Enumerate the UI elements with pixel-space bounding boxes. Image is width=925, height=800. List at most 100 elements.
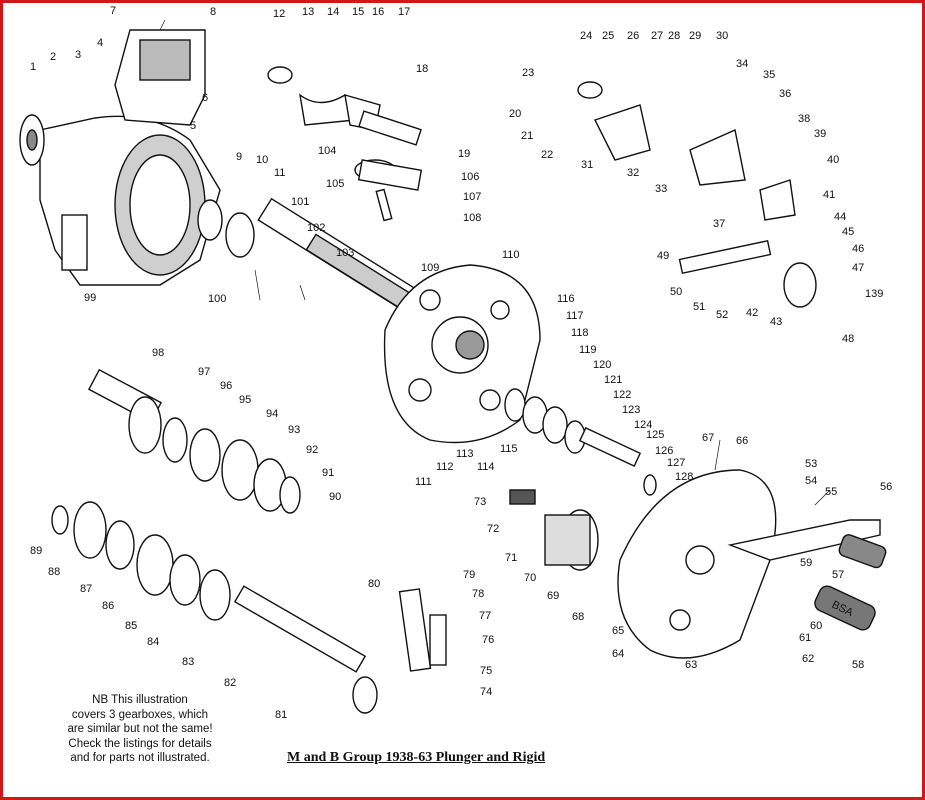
- part-label-12: 12: [273, 8, 285, 20]
- part-label-122: 122: [613, 389, 631, 401]
- part-label-36: 36: [779, 88, 791, 100]
- part-label-113: 113: [456, 448, 474, 460]
- part-label-79: 79: [463, 569, 475, 581]
- part-label-68: 68: [572, 611, 584, 623]
- part-label-85: 85: [125, 620, 137, 632]
- part-label-19: 19: [458, 148, 470, 160]
- part-label-1: 1: [30, 61, 36, 73]
- part-label-70: 70: [524, 572, 536, 584]
- gearbox-shell: [39, 115, 221, 286]
- part-label-26: 26: [627, 30, 639, 42]
- part-label-2: 2: [50, 51, 56, 63]
- part-label-56: 56: [880, 481, 892, 493]
- part-label-120: 120: [593, 359, 611, 371]
- part-label-72: 72: [487, 523, 499, 535]
- part-label-43: 43: [770, 316, 782, 328]
- part-label-50: 50: [670, 286, 682, 298]
- part-label-128: 128: [675, 471, 693, 483]
- part-label-101: 101: [291, 196, 309, 208]
- part-label-44: 44: [834, 211, 846, 223]
- inner-cover: [383, 264, 541, 444]
- part-label-3: 3: [75, 49, 81, 61]
- part-label-27: 27: [651, 30, 663, 42]
- part-label-65: 65: [612, 625, 624, 637]
- part-label-93: 93: [288, 424, 300, 436]
- part-label-110: 110: [502, 249, 520, 261]
- part-label-86: 86: [102, 600, 114, 612]
- part-label-88: 88: [48, 566, 60, 578]
- part-label-23: 23: [522, 67, 534, 79]
- part-label-51: 51: [693, 301, 705, 313]
- part-label-67: 67: [702, 432, 714, 444]
- part-label-77: 77: [479, 610, 491, 622]
- part-label-80: 80: [368, 578, 380, 590]
- part-label-87: 87: [80, 583, 92, 595]
- part-label-105: 105: [326, 178, 344, 190]
- part-label-42: 42: [746, 307, 758, 319]
- part-label-84: 84: [147, 636, 159, 648]
- part-label-64: 64: [612, 648, 624, 660]
- note-line: and for parts not illustrated.: [70, 752, 210, 764]
- outer-cover: [617, 469, 777, 659]
- part-label-124: 124: [634, 419, 652, 431]
- part-label-126: 126: [655, 445, 673, 457]
- kickstart-lever: [727, 519, 887, 631]
- part-label-28: 28: [668, 30, 680, 42]
- part-label-106: 106: [461, 171, 479, 183]
- leader-lines: [159, 19, 831, 506]
- part-label-48: 48: [842, 333, 854, 345]
- part-label-40: 40: [827, 154, 839, 166]
- part-label-45: 45: [842, 226, 854, 238]
- part-label-60: 60: [810, 620, 822, 632]
- part-label-46: 46: [852, 243, 864, 255]
- part-label-71: 71: [505, 552, 517, 564]
- part-label-62: 62: [802, 653, 814, 665]
- part-label-127: 127: [667, 457, 685, 469]
- part-label-116: 116: [557, 293, 575, 305]
- mainshaft-gears: [51, 501, 378, 714]
- part-label-76: 76: [482, 634, 494, 646]
- part-label-95: 95: [239, 394, 251, 406]
- part-label-5: 5: [190, 120, 196, 132]
- part-label-123: 123: [622, 404, 640, 416]
- part-label-82: 82: [224, 677, 236, 689]
- part-label-69: 69: [547, 590, 559, 602]
- part-label-14: 14: [327, 6, 339, 18]
- part-label-54: 54: [805, 475, 817, 487]
- note-line: NB This illustration: [92, 694, 188, 706]
- part-label-100: 100: [208, 293, 226, 305]
- part-label-4: 4: [97, 37, 103, 49]
- part-label-139: 139: [865, 288, 883, 300]
- part-label-97: 97: [198, 366, 210, 378]
- layshaft-gears: [87, 368, 301, 514]
- part-label-117: 117: [566, 310, 584, 322]
- part-label-13: 13: [302, 6, 314, 18]
- part-label-118: 118: [571, 327, 589, 339]
- part-label-25: 25: [602, 30, 614, 42]
- part-label-6: 6: [202, 92, 208, 104]
- part-label-52: 52: [716, 309, 728, 321]
- inspection-cover: [114, 29, 206, 126]
- part-label-34: 34: [736, 58, 748, 70]
- part-label-91: 91: [322, 467, 334, 479]
- note-line: covers 3 gearboxes, which: [71, 708, 209, 721]
- part-label-18: 18: [416, 63, 428, 75]
- part-label-17: 17: [398, 6, 410, 18]
- part-label-125: 125: [646, 429, 664, 441]
- part-label-22: 22: [541, 149, 553, 161]
- part-label-83: 83: [182, 656, 194, 668]
- diagram-title: M and B Group 1938-63 Plunger and Rigid: [287, 750, 546, 765]
- part-label-15: 15: [352, 6, 364, 18]
- part-label-10: 10: [256, 154, 268, 166]
- part-label-102: 102: [307, 222, 325, 234]
- part-label-55: 55: [825, 486, 837, 498]
- clutch-drum: [509, 489, 599, 571]
- part-label-37: 37: [713, 218, 725, 230]
- part-label-119: 119: [579, 344, 597, 356]
- illustration-note: NB This illustration covers 3 gearboxes, …: [40, 693, 240, 766]
- note-line: Check the listings for details: [68, 737, 212, 750]
- part-label-41: 41: [823, 189, 835, 201]
- part-label-11: 11: [274, 167, 285, 179]
